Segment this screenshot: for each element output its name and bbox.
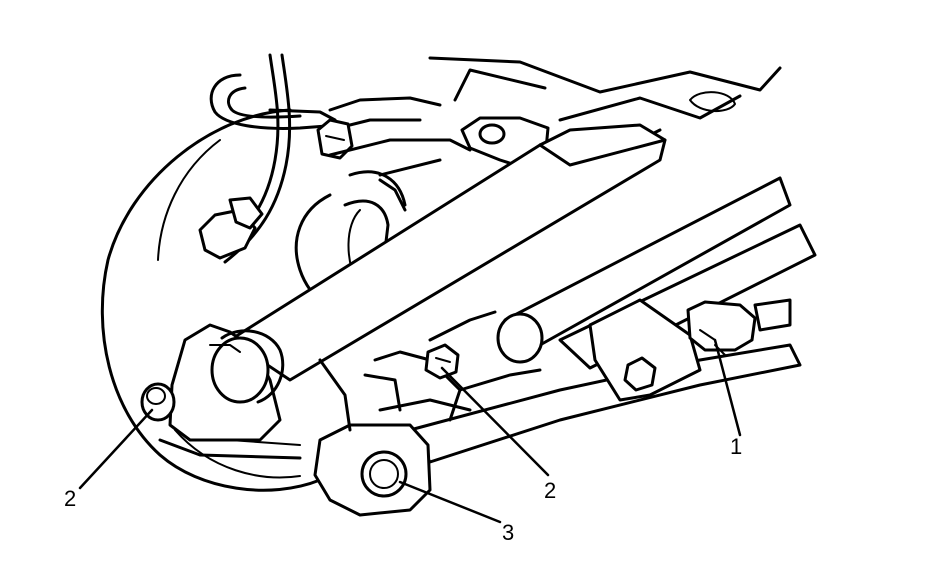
leader-lines bbox=[78, 338, 742, 524]
steering-knuckle bbox=[168, 323, 285, 442]
lower-knuckle-boss bbox=[313, 423, 432, 517]
rear-bracket bbox=[588, 298, 702, 402]
leader-1 bbox=[713, 338, 742, 437]
leader-3 bbox=[398, 480, 502, 524]
hose-clip-upper bbox=[316, 118, 354, 160]
knuckle-body bbox=[318, 310, 542, 432]
knuckle-bolt-center bbox=[424, 343, 460, 380]
upper-control-arm bbox=[228, 123, 667, 382]
hose-clip-lower bbox=[198, 196, 264, 260]
leader-2-left bbox=[78, 408, 154, 490]
callout-2-left: 2 bbox=[64, 486, 77, 511]
callout-3: 3 bbox=[502, 520, 515, 545]
callout-2-center: 2 bbox=[544, 478, 557, 503]
leader-2-center bbox=[440, 366, 550, 477]
callout-1: 1 bbox=[730, 434, 743, 459]
